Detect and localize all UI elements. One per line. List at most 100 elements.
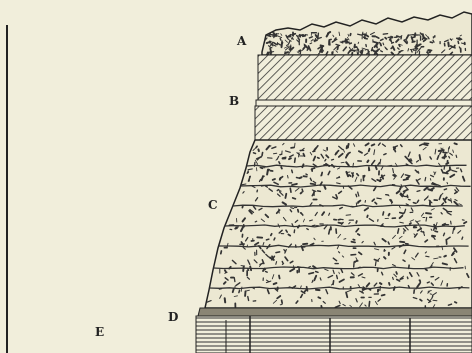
speckle-mark [292, 184, 297, 185]
speckle-mark [277, 190, 278, 191]
speckle-mark [382, 295, 385, 296]
speckle-mark [301, 192, 302, 193]
speckle-mark [431, 229, 432, 230]
speckle-mark [384, 251, 386, 252]
speckle-mark [329, 213, 330, 215]
speckle-mark [288, 176, 289, 179]
speckle-mark [282, 300, 283, 303]
speckle-mark [347, 172, 350, 173]
speckle-mark [360, 51, 361, 53]
speckle-mark [328, 32, 330, 33]
speckle-mark [356, 194, 357, 196]
speckle-mark [404, 179, 409, 180]
speckle-mark [356, 221, 357, 223]
speckle-mark [295, 143, 296, 147]
label-a: A [237, 35, 246, 47]
speckle-mark [285, 52, 288, 53]
speckle-mark [455, 143, 457, 144]
speckle-mark [444, 233, 445, 235]
speckle-mark [267, 170, 268, 175]
speckle-mark [351, 50, 352, 51]
speckle-mark [408, 49, 409, 51]
speckle-mark [248, 297, 249, 301]
speckle-mark [337, 275, 338, 278]
speckle-mark [266, 272, 268, 273]
speckle-mark [298, 226, 299, 228]
speckle-mark [224, 282, 226, 284]
layer-b-upper-hatch [258, 55, 472, 100]
speckle-mark [272, 256, 273, 258]
speckle-mark [358, 267, 360, 268]
speckle-mark [295, 158, 296, 162]
speckle-mark [309, 273, 314, 274]
speckle-mark [400, 242, 404, 243]
speckle-mark [349, 175, 350, 176]
speckle-mark [385, 38, 386, 39]
speckle-mark [352, 242, 356, 243]
speckle-mark [221, 251, 222, 254]
speckle-mark [293, 198, 296, 199]
speckle-mark [432, 296, 433, 298]
speckle-mark [426, 256, 429, 257]
speckle-mark [400, 222, 404, 223]
speckle-mark [358, 202, 359, 203]
speckle-mark [270, 49, 271, 53]
speckle-mark [412, 37, 413, 41]
speckle-mark [413, 49, 414, 51]
speckle-mark [432, 236, 435, 237]
speckle-mark [274, 238, 275, 240]
speckle-mark [444, 173, 448, 174]
speckle-mark [233, 288, 234, 292]
speckle-mark [433, 40, 434, 42]
speckle-mark [229, 267, 231, 269]
speckle-mark [428, 37, 429, 39]
speckle-mark [393, 277, 394, 279]
speckle-mark [247, 245, 248, 247]
speckle-mark [356, 203, 357, 207]
speckle-mark [445, 198, 447, 200]
speckle-mark [424, 144, 428, 145]
speckle-mark [312, 280, 313, 282]
speckle-mark [398, 229, 399, 233]
speckle-mark [426, 217, 427, 221]
label-d: D [168, 311, 178, 323]
speckle-mark [435, 231, 438, 232]
speckle-mark [302, 189, 303, 191]
speckle-mark [416, 288, 417, 290]
layer-e-blocks [196, 316, 472, 353]
speckle-mark [276, 262, 277, 265]
speckle-mark [338, 46, 339, 49]
speckle-mark [307, 229, 308, 230]
speckle-mark [423, 40, 425, 41]
speckle-mark [447, 182, 448, 183]
speckle-mark [269, 34, 271, 35]
speckle-mark [392, 53, 394, 55]
speckle-mark [292, 170, 293, 173]
speckle-mark [369, 289, 371, 290]
speckle-mark [339, 252, 340, 253]
speckle-mark [420, 300, 422, 301]
speckle-mark [389, 214, 390, 216]
speckle-mark [300, 35, 301, 37]
speckle-mark [318, 191, 321, 192]
layer-b-lower-hatch [255, 106, 472, 140]
speckle-mark [458, 41, 459, 43]
speckle-mark [324, 185, 325, 188]
speckle-mark [219, 289, 221, 290]
speckle-mark [281, 167, 282, 169]
speckle-mark [303, 244, 307, 245]
speckle-mark [377, 180, 380, 181]
speckle-mark [383, 43, 384, 45]
speckle-mark [279, 162, 280, 164]
speckle-mark [407, 177, 409, 178]
speckle-mark [314, 149, 315, 151]
speckle-mark [384, 154, 386, 155]
speckle-mark [353, 163, 354, 167]
speckle-mark [282, 262, 283, 264]
speckle-mark [290, 188, 291, 192]
speckle-mark [426, 213, 431, 214]
speckle-mark [320, 278, 321, 280]
speckle-mark [314, 40, 317, 41]
speckle-mark [366, 35, 368, 36]
